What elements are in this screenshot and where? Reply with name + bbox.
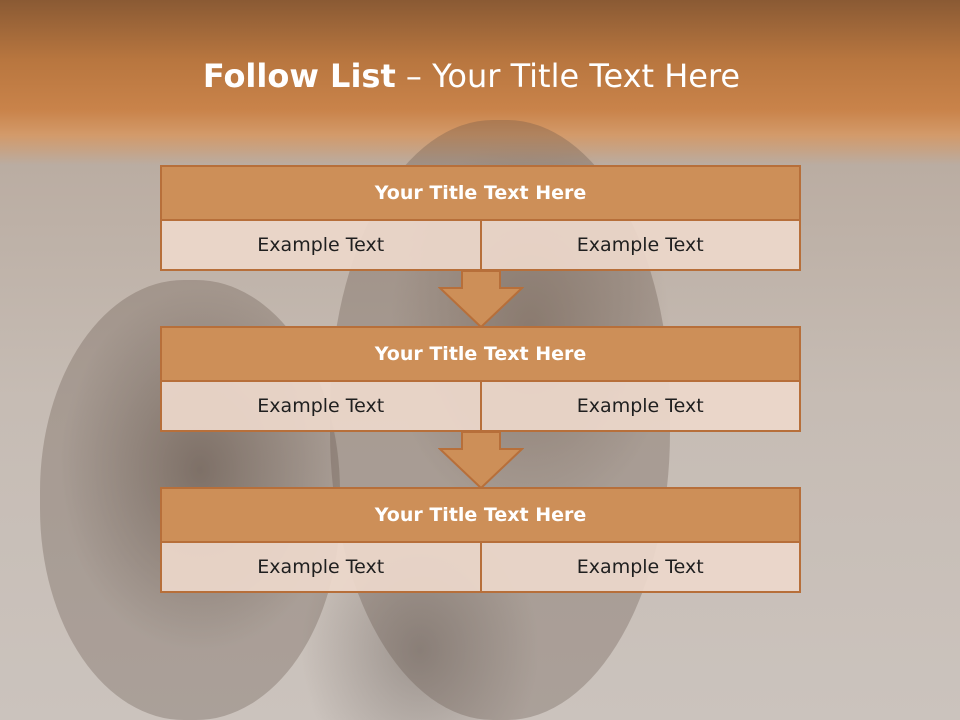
block-row: Example Text Example Text: [160, 382, 801, 432]
slide-title: Follow List – Your Title Text Here: [0, 56, 943, 96]
list-block-3: Your Title Text Here Example Text Exampl…: [160, 487, 801, 593]
down-arrow-icon: [438, 431, 524, 489]
block-cell-right: Example Text: [479, 543, 799, 591]
list-block-1: Your Title Text Here Example Text Exampl…: [160, 165, 801, 271]
slide-title-rest: – Your Title Text Here: [395, 57, 741, 95]
block-cell-left: Example Text: [162, 221, 480, 269]
list-block-2: Your Title Text Here Example Text Exampl…: [160, 326, 801, 432]
block-header: Your Title Text Here: [160, 165, 801, 221]
block-header: Your Title Text Here: [160, 487, 801, 543]
block-row: Example Text Example Text: [160, 543, 801, 593]
block-cell-right: Example Text: [479, 382, 799, 430]
block-cell-left: Example Text: [162, 382, 480, 430]
block-row: Example Text Example Text: [160, 221, 801, 271]
slide-title-bold: Follow List: [202, 57, 396, 95]
block-cell-left: Example Text: [162, 543, 480, 591]
down-arrow-icon: [438, 270, 524, 328]
block-header: Your Title Text Here: [160, 326, 801, 382]
block-cell-right: Example Text: [479, 221, 799, 269]
